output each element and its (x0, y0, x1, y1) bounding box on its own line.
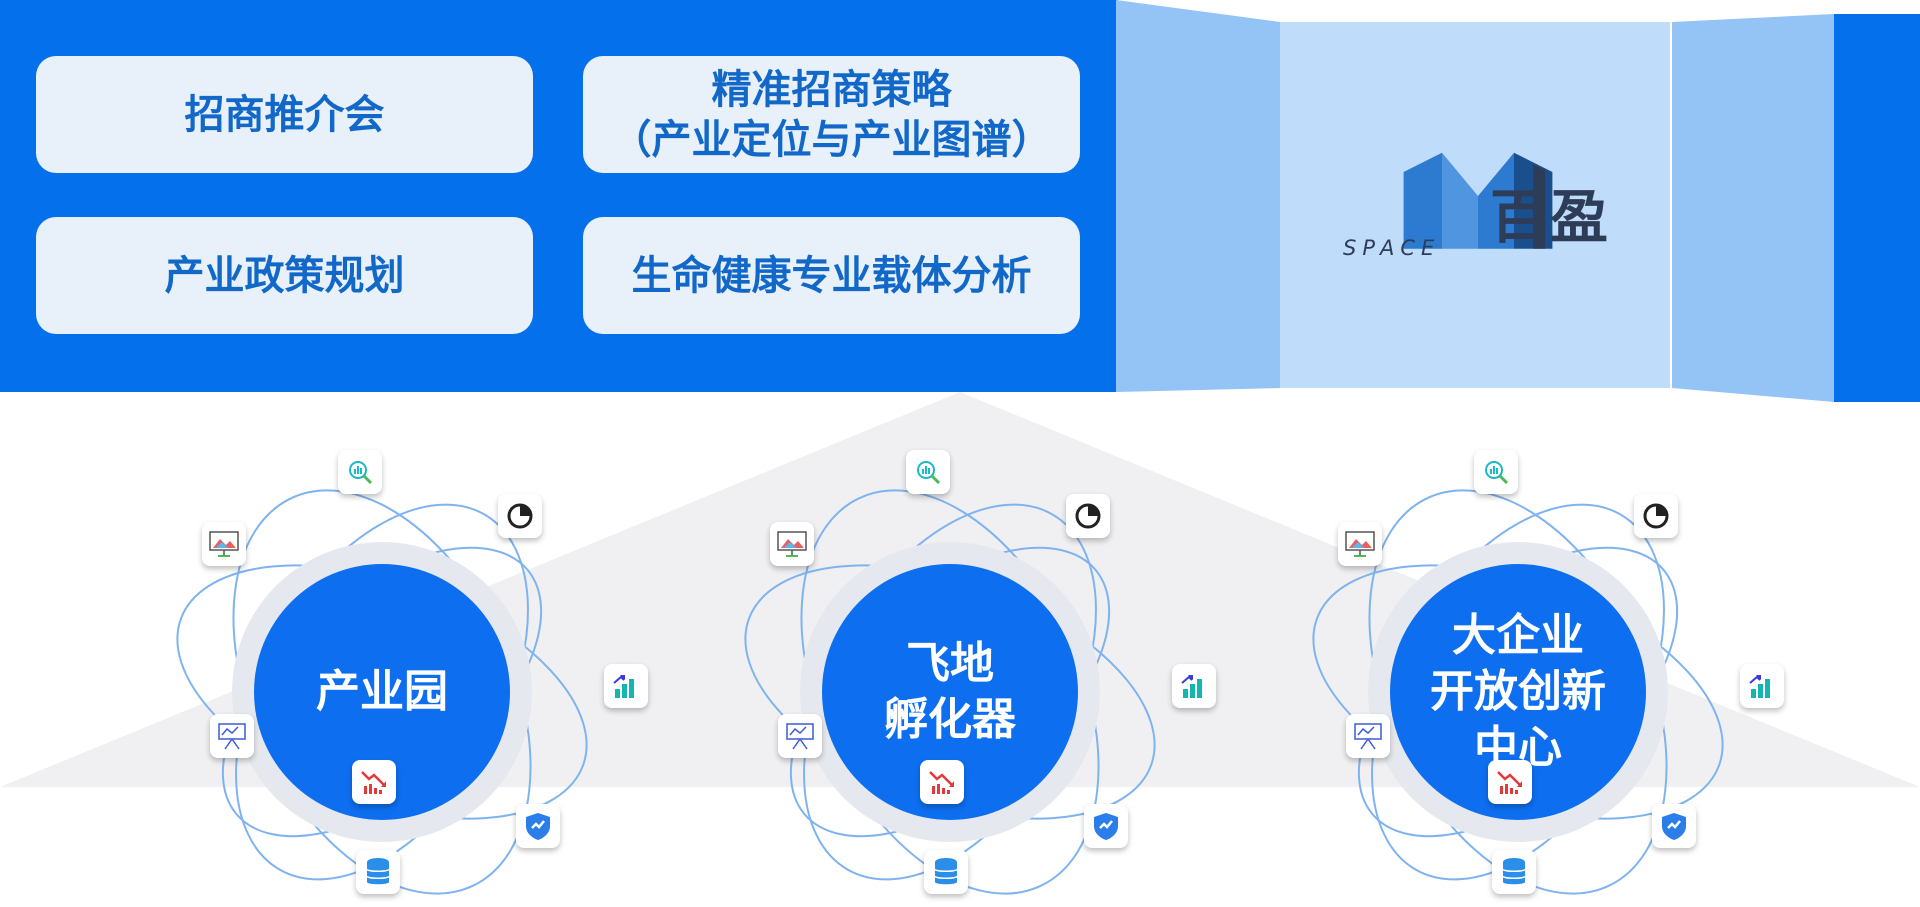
presentation-board-icon[interactable] (1338, 522, 1382, 566)
card-sublabel: （产业定位与产业图谱） (611, 116, 1052, 163)
card-investment-promotion[interactable]: 招商推介会 (36, 56, 533, 173)
card-industrial-policy[interactable]: 产业政策规划 (36, 217, 533, 334)
whiteboard-icon[interactable] (210, 714, 254, 758)
bar-chart-up-icon[interactable] (1172, 664, 1216, 708)
circle-label: 大企业 (1452, 610, 1584, 661)
shield-check-icon[interactable] (1084, 804, 1128, 848)
database-icon[interactable] (1492, 850, 1536, 894)
database-icon[interactable] (924, 850, 968, 894)
search-chart-icon[interactable] (906, 450, 950, 494)
cluster-enclave-incubator: 飞地 孵化器 (688, 440, 1216, 907)
bar-chart-up-icon[interactable] (604, 664, 648, 708)
whiteboard-icon[interactable] (1346, 714, 1390, 758)
pie-chart-icon[interactable] (498, 494, 542, 538)
card-precise-strategy[interactable]: 精准招商策略 （产业定位与产业图谱） (583, 56, 1080, 173)
circle-label: 飞地 (906, 638, 994, 689)
m-building-logo-icon (1403, 152, 1553, 249)
decline-chart-icon[interactable] (1488, 760, 1532, 804)
presentation-board-icon[interactable] (770, 522, 814, 566)
database-icon[interactable] (356, 850, 400, 894)
card-life-health-analysis[interactable]: 生命健康专业载体分析 (583, 217, 1080, 334)
bar-chart-up-icon[interactable] (1740, 664, 1784, 708)
cluster-industrial-park: 产业园 (120, 440, 648, 907)
search-chart-icon[interactable] (1474, 450, 1518, 494)
circle-label: 孵化器 (884, 694, 1016, 745)
cluster-open-innovation-center: 大企业 开放创新 中心 (1256, 440, 1784, 907)
shield-check-icon[interactable] (516, 804, 560, 848)
decline-chart-icon[interactable] (352, 760, 396, 804)
whiteboard-icon[interactable] (778, 714, 822, 758)
pie-chart-icon[interactable] (1066, 494, 1110, 538)
circle-label: 产业园 (316, 666, 448, 717)
card-label: 招商推介会 (184, 91, 385, 138)
folded-panels (1116, 0, 1920, 402)
card-label: 产业政策规划 (164, 252, 405, 299)
presentation-board-icon[interactable] (202, 522, 246, 566)
decline-chart-icon[interactable] (920, 760, 964, 804)
shield-check-icon[interactable] (1652, 804, 1696, 848)
brand-sub: SPACE (1343, 236, 1441, 260)
card-label: 精准招商策略 (711, 66, 952, 113)
circle-label: 开放创新 (1430, 666, 1606, 717)
pie-chart-icon[interactable] (1634, 494, 1678, 538)
card-label: 生命健康专业载体分析 (631, 252, 1032, 299)
search-chart-icon[interactable] (338, 450, 382, 494)
brand-name: 百盈 (1490, 183, 1611, 251)
